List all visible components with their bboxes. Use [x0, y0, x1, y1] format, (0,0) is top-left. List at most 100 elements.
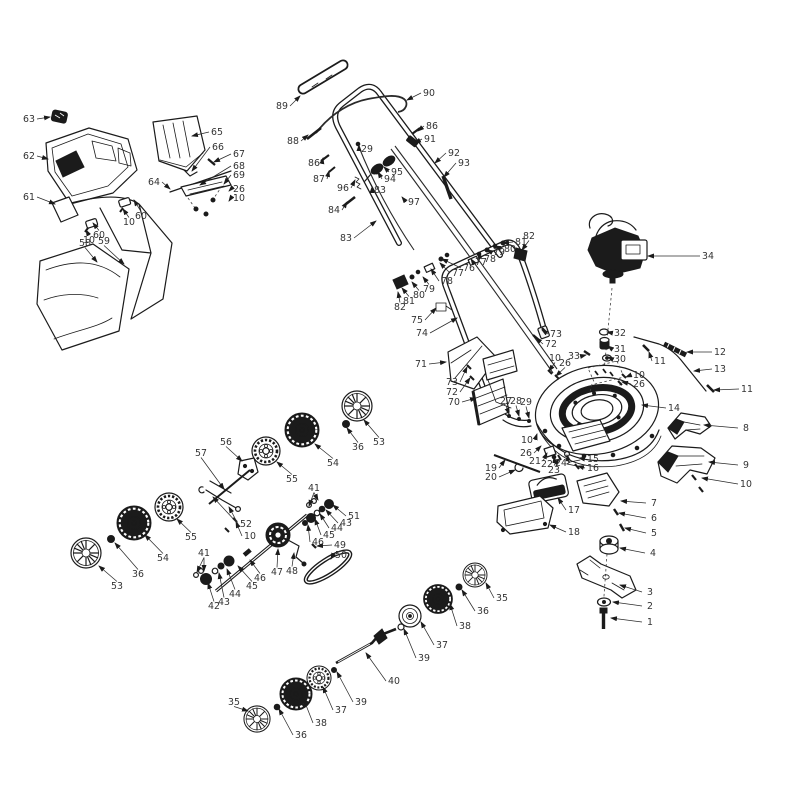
bolt-84 — [345, 195, 356, 206]
callout-label-42: 42 — [208, 601, 220, 612]
leader-line — [470, 258, 477, 266]
callout-label-67: 67 — [233, 149, 245, 160]
leader-line — [341, 201, 348, 211]
leader-line — [428, 360, 447, 366]
gear-wheel-55 — [153, 491, 185, 523]
leader-line — [233, 706, 249, 712]
callout-label-48: 48 — [286, 566, 298, 577]
leader-line — [36, 196, 56, 205]
leader-line — [533, 445, 542, 454]
leader-line — [353, 220, 377, 239]
leader-line — [223, 174, 232, 185]
callout-label-93: 93 — [458, 158, 470, 169]
callout-label-24: 24 — [555, 458, 567, 469]
leader-line — [377, 171, 384, 180]
callout-label-70: 70 — [448, 397, 460, 408]
callout-label-10: 10 — [83, 235, 95, 246]
leader-line — [319, 157, 325, 165]
engine-assembly — [583, 213, 715, 393]
cable-sheath-end — [441, 175, 453, 200]
callout-label-7: 7 — [651, 498, 657, 509]
leader-line — [36, 155, 49, 160]
blade-3 — [576, 555, 637, 599]
callout-label-13: 13 — [714, 364, 726, 375]
leader-line — [439, 262, 451, 274]
callout-label-60: 60 — [93, 230, 105, 241]
callout-label-38: 38 — [315, 718, 327, 729]
leader-line — [207, 582, 215, 602]
leader-line — [648, 351, 654, 362]
wheel-35 — [462, 562, 488, 588]
leader-line — [430, 268, 440, 282]
grass-bag-assembly — [36, 109, 232, 351]
leader-line — [199, 165, 232, 186]
leader-line — [350, 179, 356, 189]
callout-label-58: 58 — [79, 238, 91, 249]
callout-label-91: 91 — [424, 134, 436, 145]
callout-label-39: 39 — [355, 697, 367, 708]
callout-label-55: 55 — [286, 474, 298, 485]
leader-line — [403, 628, 417, 659]
callout-label-27: 27 — [500, 396, 512, 407]
cable-clamp-91 — [406, 135, 419, 148]
callout-label-68: 68 — [233, 161, 245, 172]
leader-line — [196, 557, 205, 573]
callout-label-32: 32 — [614, 328, 626, 339]
callout-label-35: 35 — [496, 593, 508, 604]
leader-line — [429, 317, 458, 334]
bearing-42 — [200, 573, 212, 585]
drive-axle-cluster — [193, 390, 373, 593]
leader-line — [417, 125, 425, 132]
callout-label-87: 87 — [313, 174, 325, 185]
leader-line — [713, 387, 740, 393]
tire-54 — [115, 504, 153, 542]
callout-label-10: 10 — [740, 479, 752, 490]
callout-label-16: 16 — [587, 463, 599, 474]
pin-46 — [242, 548, 252, 557]
leader-line — [422, 276, 430, 285]
leader-line — [703, 423, 739, 429]
callout-label-39: 39 — [418, 653, 430, 664]
guard-rod-13 — [633, 336, 707, 392]
wheel-53 — [70, 537, 102, 569]
leader-line — [485, 582, 495, 599]
callout-label-46: 46 — [312, 537, 324, 548]
bolt-33 — [583, 350, 591, 356]
callout-label-4: 4 — [650, 548, 656, 559]
callout-label-53: 53 — [373, 437, 385, 448]
callout-label-41: 41 — [198, 548, 210, 559]
callout-label-6: 6 — [651, 513, 657, 524]
callout-label-21: 21 — [529, 456, 541, 467]
tire-38 — [279, 677, 313, 711]
leader-line — [619, 584, 643, 593]
drive-cable-92 — [390, 148, 554, 374]
callout-label-31: 31 — [614, 344, 626, 355]
bag-insert-65 — [152, 115, 206, 172]
callout-label-65: 65 — [211, 127, 223, 138]
callout-label-10: 10 — [633, 370, 645, 381]
brake-cable-93 — [394, 145, 558, 370]
front-wheel-sets — [243, 562, 488, 733]
leader-line — [577, 465, 586, 471]
callout-label-36: 36 — [477, 606, 489, 617]
callout-label-37: 37 — [335, 705, 347, 716]
callout-label-10: 10 — [233, 193, 245, 204]
bolt-39 — [331, 667, 337, 673]
leader-line — [217, 572, 225, 598]
leader-line — [161, 181, 171, 190]
callout-label-26: 26 — [633, 379, 645, 390]
leader-line — [275, 548, 281, 568]
leader-line — [619, 546, 646, 554]
leader-line — [641, 403, 667, 409]
callout-label-62: 62 — [23, 151, 35, 162]
callout-label-47: 47 — [271, 567, 283, 578]
bag-cap-63 — [50, 109, 68, 124]
leader-line — [525, 406, 530, 419]
leader-line — [441, 258, 462, 269]
callout-label-55: 55 — [185, 532, 197, 543]
blade-bolt-1 — [599, 607, 608, 614]
leader-line — [504, 405, 510, 415]
leader-line — [420, 621, 435, 646]
leader-line — [303, 699, 314, 724]
